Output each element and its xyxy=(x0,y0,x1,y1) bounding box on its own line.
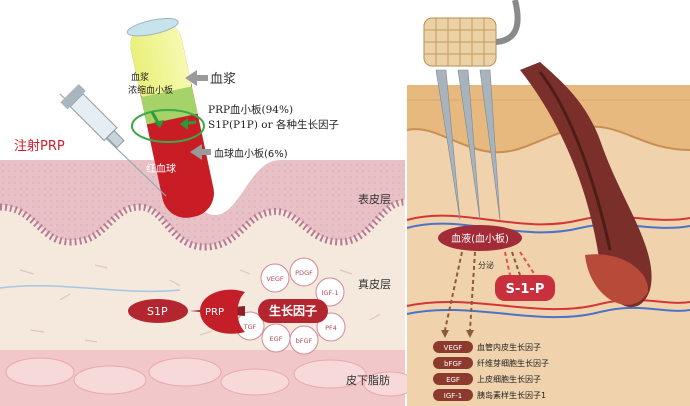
concentrated-label: 浓缩血小板 xyxy=(128,84,173,96)
legend-abbr: IGF-1 xyxy=(444,392,463,400)
subcutaneous-fat-layer xyxy=(0,350,417,406)
s1p-box-label: S-1-P xyxy=(506,282,545,297)
factor-circle xyxy=(260,263,290,293)
factor-circle xyxy=(289,257,319,287)
factor-bfgf: bFGF xyxy=(296,337,313,345)
secrete-label: 分泌 xyxy=(478,260,494,270)
factor-egf: EGF xyxy=(270,335,283,343)
rbc-label: 红血球 xyxy=(146,162,176,175)
left-panel xyxy=(0,17,417,406)
factor-legend xyxy=(433,341,473,401)
legend-abbr: VEGF xyxy=(444,344,463,352)
plasma-small-label: 血浆 xyxy=(131,71,149,83)
plasma-label: 血浆 xyxy=(210,72,236,87)
layer-epidermis-label: 表皮层 xyxy=(358,192,391,206)
platelet-ring xyxy=(131,109,205,143)
factor-circle xyxy=(316,312,346,342)
legend-text: 纤维芽细胞生长因子 xyxy=(477,358,549,368)
factor-circle xyxy=(315,277,345,307)
factor-igf1: IGF-1 xyxy=(321,289,338,297)
factor-circle xyxy=(261,323,291,353)
blood-label: 血液(血小板) xyxy=(451,232,509,245)
legend-text: 上皮细胞生长因子 xyxy=(477,374,541,384)
factor-tgf: TGF xyxy=(243,323,257,331)
basal-cell-row xyxy=(0,198,406,251)
blood-tube xyxy=(126,17,214,218)
growth-pill-label: 生长因子 xyxy=(269,303,317,318)
right-panel xyxy=(406,0,690,406)
prp-platelet-label: PRP血小板(94%) xyxy=(208,103,293,116)
micro-needles xyxy=(435,69,501,221)
layer-subcutis-label: 皮下脂肪 xyxy=(346,373,390,387)
s1p-growth-label: S1P(P1P) or 各种生长因子 xyxy=(208,118,339,131)
hair-follicle xyxy=(520,62,652,308)
secretion-arrows xyxy=(444,251,521,331)
inject-label: 注射PRP xyxy=(14,138,65,154)
legend-text: 胰岛素样生长因子1 xyxy=(477,390,546,400)
factor-pdgf: PDGF xyxy=(295,269,313,277)
growth-factor-cluster xyxy=(235,257,346,355)
syringe-needle xyxy=(59,83,167,197)
prp-drop xyxy=(200,289,245,334)
pointer-arrows xyxy=(185,70,211,160)
derma-roller xyxy=(423,0,521,67)
rbc-platelet-label: 血球血小板(6%) xyxy=(214,147,288,160)
s1p-pill-label: S1P xyxy=(147,305,168,318)
s1p-pill xyxy=(128,299,188,323)
growth-factor-pill xyxy=(258,299,328,323)
factor-vegf: VEGF xyxy=(266,275,284,283)
prp-drop-label: PRP xyxy=(205,307,224,318)
legend-text: 血管内皮生长因子 xyxy=(477,342,541,352)
legend-abbr: EGF xyxy=(446,376,460,384)
blood-pill xyxy=(438,225,522,251)
blood-vessels xyxy=(406,214,690,319)
factor-pf4: PF4 xyxy=(325,324,337,332)
legend-abbr: bFGF xyxy=(444,360,462,368)
s1p-box xyxy=(495,275,555,301)
layer-dermis-label: 真皮层 xyxy=(358,277,391,291)
